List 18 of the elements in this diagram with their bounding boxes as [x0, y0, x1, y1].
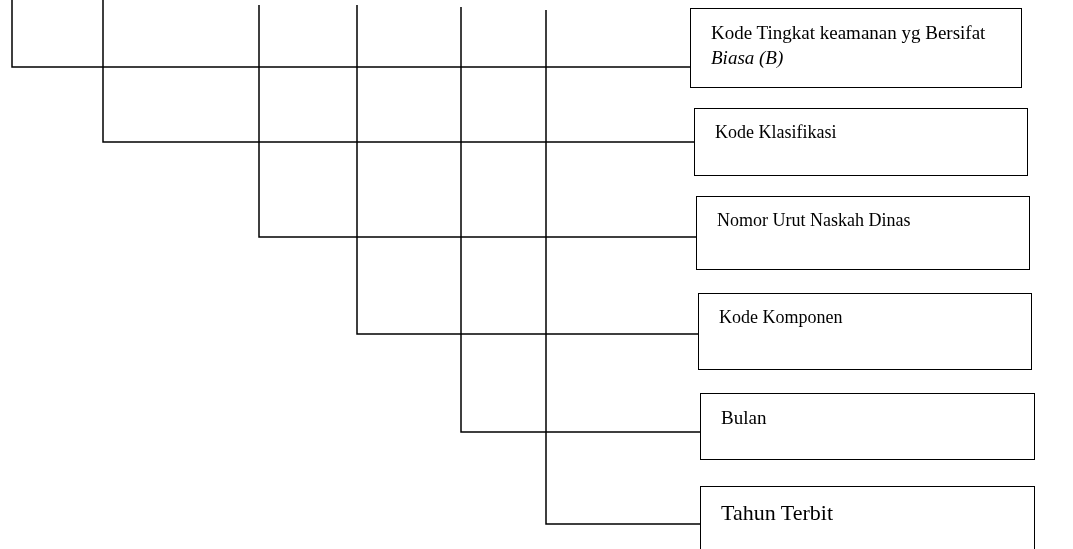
connector-line [356, 4, 699, 335]
box-label: Tahun Terbit [721, 499, 834, 527]
connector-line [102, 0, 695, 143]
connector-line [11, 0, 691, 68]
label-box [690, 8, 1022, 88]
box-label: Kode Komponen [719, 306, 844, 329]
label-box [700, 486, 1035, 549]
box-label: Bulan [721, 406, 768, 430]
label-box [694, 108, 1028, 176]
box-label: Kode Tingkat keamanan yg Bersifat Biasa (B) [711, 21, 987, 70]
box-label: Nomor Urut Naskah Dinas [717, 209, 912, 232]
connector-line [460, 6, 701, 433]
label-box [696, 196, 1030, 270]
label-box [700, 393, 1035, 460]
label-box [698, 293, 1032, 370]
connector-line [258, 4, 697, 238]
connector-line [545, 9, 701, 525]
box-label: Kode Klasifikasi [715, 121, 838, 144]
